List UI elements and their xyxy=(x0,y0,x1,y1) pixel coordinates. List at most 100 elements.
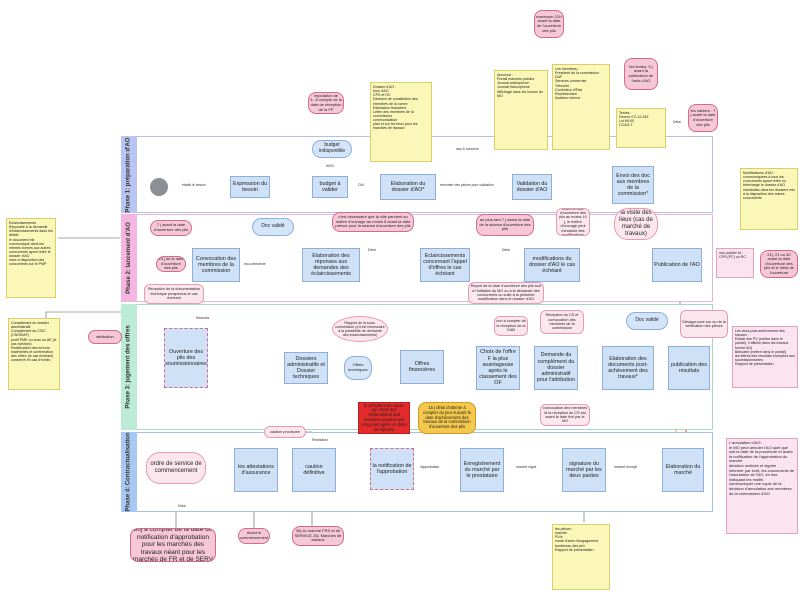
annulation-title: L'annulation d'AO: xyxy=(729,440,762,445)
membres-note: Les membres : Président de la commission… xyxy=(552,64,610,150)
cs-item: Rectification des erreurs matérielles et… xyxy=(11,345,54,358)
process-offres-financieres[interactable]: Offres financières xyxy=(400,350,444,384)
cs-title: Complément du dossier administratif xyxy=(11,321,49,330)
textes-title: Textes : xyxy=(619,111,632,115)
docs-item: les lettres des résultats envoyées aux s… xyxy=(735,353,795,362)
process-caution-definitive[interactable]: caution définitive xyxy=(292,448,336,492)
process-publication-ao[interactable]: Publication de l'AO xyxy=(652,248,702,282)
eclair-item: mise à disposition des concurrents sur l… xyxy=(9,258,47,267)
membres-item: Représentant xyxy=(555,91,577,96)
process-expression-besoin[interactable]: Expression du besoin xyxy=(230,176,270,198)
process-elaboration-reponses[interactable]: Elaboration des réponses aux demandes de… xyxy=(302,248,360,282)
process-choix-offre[interactable]: Choix de l'offre F la plus avantageuse a… xyxy=(476,346,520,390)
pieces-note: les pièces : marché PV/s mode d'acte d'e… xyxy=(552,524,610,590)
note-report: Report de la date d'ouverture des plis t… xyxy=(468,282,544,304)
annonce-item: Portail marchés publics xyxy=(497,77,535,82)
reception-doc-technique: Réception de la documentation technique … xyxy=(144,284,204,304)
label-remonter: remonter des pièces pour validation xyxy=(440,183,494,187)
note-attribution: attribution xyxy=(88,330,122,344)
process-attestations[interactable]: les attestations d'assurance xyxy=(234,448,278,492)
textes-item: CCAG-T xyxy=(619,123,633,128)
note-15j: 15 j de la date d'ouverture des plis xyxy=(156,256,186,272)
process-convocation[interactable]: Convocation des membres de la commission xyxy=(192,248,240,282)
eclair-item: Répondre à la demande d'éclaircissements… xyxy=(9,225,53,238)
cs-item: Complément du CS/C (CNSS/AF) xyxy=(11,329,46,338)
eclair-title: Eclaircissements xyxy=(9,221,36,225)
textes-item: Loi 69-00 xyxy=(619,119,634,124)
pieces-title: les pièces : xyxy=(555,527,573,531)
note-pv: c'est nécessaire que la ville parvient a… xyxy=(332,212,414,232)
process-ouverture-plis[interactable]: Ouverture des plis des soumissionnaires xyxy=(164,328,208,388)
label-oui: OUI xyxy=(358,183,365,187)
visite-lieux[interactable]: la visite des lieux (cas de marché de tr… xyxy=(614,208,658,240)
label-delai-p2: Délai xyxy=(368,248,376,252)
offres-techniques: Offres techniques xyxy=(344,356,372,380)
label-delai-p1: Délai xyxy=(673,120,681,124)
process-eclaircissements[interactable]: Eclaircissements concernant l'appel d'of… xyxy=(420,248,470,282)
complement-dossier-note: Complément du dossier administratif Comp… xyxy=(8,318,60,390)
reception-cs: Réception du CS et convocation des membr… xyxy=(540,310,584,334)
doc-valide-cloud-p2: Doc validé xyxy=(252,218,294,236)
process-envoi-docs[interactable]: Envoi des doc aux membres de la commissi… xyxy=(612,166,654,204)
process-notification[interactable]: la notification de l'approbation xyxy=(370,448,414,490)
annulation-item: informer par écrit, les concurrents de l… xyxy=(729,467,795,482)
label-marche-envoye: marché envoyé xyxy=(614,465,638,469)
label-delai-p2b: Délai xyxy=(502,248,510,252)
modif-title: Modifications d'AO : xyxy=(743,171,775,175)
phase-4-tab: Phase 4: Contractualisation xyxy=(121,432,137,512)
annulation-item: décision motivée et signée xyxy=(729,462,777,468)
ordre-de-service[interactable]: ordre de service de commencement xyxy=(146,452,206,484)
docs-item: Rapport de présentation xyxy=(735,362,774,366)
process-elaboration-dossier[interactable]: Elaboration du dossier d'AO* xyxy=(380,174,436,200)
membres-item: Auditeur interne xyxy=(555,95,581,100)
eclaircissements-note: Eclaircissements Répondre à la demande d… xyxy=(6,218,56,298)
dossier-item: Estimation financière xyxy=(373,105,407,110)
process-enregistrement[interactable]: Enregistrement du marché par le prestata… xyxy=(460,448,504,492)
process-elaboration-marche[interactable]: Elaboration du marché xyxy=(662,448,704,492)
process-dossiers-admin[interactable]: Dossiers administratifs et Dossier techn… xyxy=(284,352,328,384)
docs-title: Les docs post-achèvement des travaux : xyxy=(735,329,785,338)
label-approbation: l'approbation xyxy=(420,465,440,469)
label-delai-p4: Délai xyxy=(178,504,186,508)
process-signature[interactable]: signature du marché par les deux parties xyxy=(562,448,606,492)
modif-item: communiquées à tous les concurrents ayan… xyxy=(743,175,786,188)
cs-item: prolif PME ou cnss ou AE (le cas échéant… xyxy=(11,337,57,346)
annulation-item: le MO peut annuler l'AO quel que soit la… xyxy=(729,444,793,464)
process-demande-complement[interactable]: Demande du complément du dossier adminis… xyxy=(534,346,578,390)
note-complement: non à compter de la réception de la DAB xyxy=(494,316,528,336)
note-maximum-21h: maximum 21H avant la date de l'ouverture… xyxy=(534,10,564,38)
process-publication-resultats[interactable]: publication des résultats xyxy=(668,346,710,390)
caution-provisoire: caution provisoire xyxy=(264,426,306,438)
phase-1-tab: Phase 1: préparation d'AO xyxy=(121,136,137,213)
note-avant-commencement: Avant le commencement xyxy=(238,528,270,544)
docs-item: Bancaire (mettre dans le portail) xyxy=(735,349,787,354)
lane-phase-4 xyxy=(121,432,713,512)
label-recu-demande: reçu demande xyxy=(244,262,266,266)
membres-item: Trésorier xyxy=(555,83,570,88)
process-budget-valider[interactable]: budget à valider xyxy=(312,176,348,198)
membres-item: DAF xyxy=(555,75,563,80)
delai-publication-note: non publier ici : CPS (PC) ou RC xyxy=(716,248,754,278)
process-modifications-dossier[interactable]: modifications du dossier d'AO le cas éch… xyxy=(524,248,580,282)
textes-item: Décret n°2-12-349 xyxy=(619,115,649,120)
note-modifications: avant la date d'ouverture des plis au mo… xyxy=(556,208,590,236)
annonce-item: Journal francophone xyxy=(497,85,530,90)
annulation-ao-note: L'annulation d'AO: le MO peut annuler l'… xyxy=(726,438,798,534)
rapport-sous-commission: Rapport de la sous-commission (s'il est … xyxy=(332,316,388,342)
process-validation-dossier[interactable]: Validation du dossier d'AO xyxy=(512,174,552,200)
convocation-attribution: convocation des membres et la réception … xyxy=(540,404,590,426)
phase-4-label: Phase 4: Contractualisation xyxy=(126,432,132,512)
docs-item: Extrait des PV (mettre dans le portail),… xyxy=(735,337,789,350)
annonce-item: Journal arabophone xyxy=(497,81,529,86)
dossier-item: Lettre des membres de la commission xyxy=(373,109,414,118)
pieces-item: Rapport de présentation xyxy=(555,547,594,552)
process-elaboration-docs[interactable]: Elaboration des documents post-achèvemen… xyxy=(602,346,654,390)
dossier-item: Avis d'AO xyxy=(373,89,389,94)
annonce-note: Annonce : Portail marchés publics Journa… xyxy=(494,70,548,150)
textes-note: Textes : Décret n°2-12-349 Loi 69-00 CCA… xyxy=(616,108,666,148)
label-seances: Séances xyxy=(196,316,210,320)
note-delai-publication: les textes, 5 j avant la publication de … xyxy=(624,58,658,90)
annonce-title: Annonce : xyxy=(497,73,514,77)
note-30j: 30j à compter de la date de notification… xyxy=(130,528,216,562)
dossier-item: Décision de constitution des membres de … xyxy=(373,97,418,106)
